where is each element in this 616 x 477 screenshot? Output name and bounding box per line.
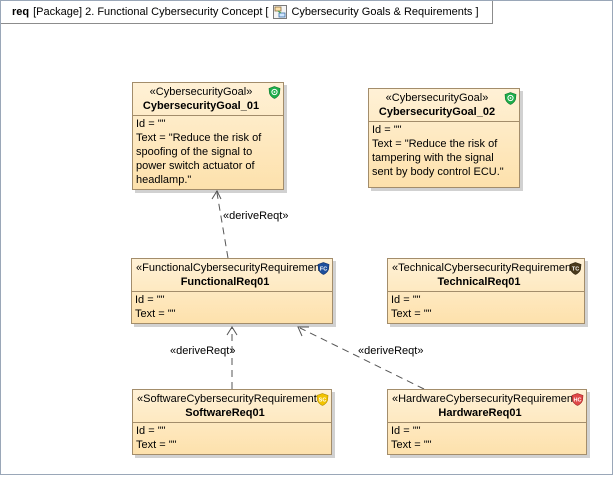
diagram-kind-keyword: req — [12, 6, 30, 18]
block-stereotype: «SoftwareCybersecurityRequirement» — [137, 393, 323, 405]
id-property: Id = "" — [391, 294, 421, 306]
block-header: «CybersecurityGoal» CybersecurityGoal_01 — [133, 83, 283, 116]
requirements-diagram-icon — [273, 5, 288, 19]
text-property-line: Text = "" — [135, 308, 176, 320]
derive-arrowhead-func-2 — [297, 326, 309, 337]
derive-label-1: «deriveReqt» — [223, 210, 289, 222]
text-property-line: sent by body control ECU." — [372, 166, 504, 178]
diagram-header[interactable]: req [Package] 2. Functional Cybersecurit… — [1, 1, 493, 24]
block-properties: Id = "" Text = "" — [388, 292, 584, 322]
derive-label-3: «deriveReqt» — [358, 345, 424, 357]
sc-badge-icon: SC — [316, 393, 329, 406]
technical-req-01-block[interactable]: «TechnicalCybersecurityRequirement» Tech… — [387, 258, 585, 324]
block-header: «SoftwareCybersecurityRequirement» Softw… — [133, 390, 331, 423]
id-property: Id = "" — [136, 425, 166, 437]
block-stereotype: «TechnicalCybersecurityRequirement» — [392, 262, 581, 274]
block-header: «TechnicalCybersecurityRequirement» Tech… — [388, 259, 584, 292]
block-name: HardwareReq01 — [438, 407, 522, 419]
block-properties: Id = "" Text = "" — [133, 423, 331, 453]
cybersecurity-goal-icon — [268, 86, 281, 99]
cybersecurity-goal-01-block[interactable]: «CybersecurityGoal» CybersecurityGoal_01… — [132, 82, 284, 190]
block-name: CybersecurityGoal_01 — [142, 100, 260, 112]
block-name: TechnicalReq01 — [437, 276, 521, 288]
block-header: «CybersecurityGoal» CybersecurityGoal_02 — [369, 89, 519, 122]
hardware-req-01-block[interactable]: «HardwareCybersecurityRequirement» Hardw… — [387, 389, 587, 455]
diagram-name: Cybersecurity Goals & Requirements — [291, 6, 473, 18]
package-path: [Package] 2. Functional Cybersecurity Co… — [33, 6, 263, 18]
derive-arrowhead-goal1 — [211, 189, 222, 200]
text-property-line: tampering with the signal — [372, 152, 494, 164]
close-bracket: ] — [475, 6, 479, 18]
text-property-line: Text = "Reduce the risk of — [136, 132, 262, 144]
block-properties: Id = "" Text = "" — [132, 292, 332, 322]
text-property-line: Text = "" — [391, 308, 432, 320]
block-header: «FunctionalCybersecurityRequirement» Fun… — [132, 259, 332, 292]
svg-text:HC: HC — [574, 398, 582, 404]
derive-arrowhead-func-1 — [226, 326, 238, 336]
svg-text:FC: FC — [320, 267, 327, 273]
tc-badge-icon: TC — [569, 262, 582, 275]
text-property-line: Text = "Reduce the risk of — [372, 138, 498, 150]
fc-badge-icon: FC — [317, 262, 330, 275]
block-name: FunctionalReq01 — [180, 276, 270, 288]
block-stereotype: «HardwareCybersecurityRequirement» — [392, 393, 583, 405]
block-name: SoftwareReq01 — [185, 407, 265, 419]
id-property: Id = "" — [136, 118, 166, 130]
block-properties: Id = "" Text = "" — [388, 423, 586, 453]
text-property-line: headlamp." — [136, 174, 192, 186]
block-stereotype: «FunctionalCybersecurityRequirement» — [136, 262, 330, 274]
functional-req-01-block[interactable]: «FunctionalCybersecurityRequirement» Fun… — [131, 258, 333, 324]
id-property: Id = "" — [135, 294, 165, 306]
cybersecurity-goal-icon — [504, 92, 517, 105]
cybersecurity-goal-02-block[interactable]: «CybersecurityGoal» CybersecurityGoal_02… — [368, 88, 520, 188]
block-properties: Id = "" Text = "Reduce the risk of tampe… — [369, 122, 519, 180]
block-name: CybersecurityGoal_02 — [378, 106, 496, 118]
derive-relation-hard-func[interactable] — [299, 327, 425, 390]
block-properties: Id = "" Text = "Reduce the risk of spoof… — [133, 116, 283, 188]
svg-text:TC: TC — [572, 267, 579, 273]
open-bracket: [ — [265, 6, 269, 18]
hc-badge-icon: HC — [571, 393, 584, 406]
text-property-line: Text = "" — [136, 439, 177, 451]
block-stereotype: «CybersecurityGoal» — [149, 86, 253, 98]
svg-text:SC: SC — [319, 398, 327, 404]
id-property: Id = "" — [372, 124, 402, 136]
software-req-01-block[interactable]: «SoftwareCybersecurityRequirement» Softw… — [132, 389, 332, 455]
block-stereotype: «CybersecurityGoal» — [385, 92, 489, 104]
derive-relation-func-goal1[interactable] — [216, 192, 229, 259]
id-property: Id = "" — [391, 425, 421, 437]
text-property-line: power switch actuator of — [136, 160, 255, 172]
derive-label-2: «deriveReqt» — [170, 345, 236, 357]
text-property-line: Text = "" — [391, 439, 432, 451]
text-property-line: spoofing of the signal to — [136, 146, 253, 158]
block-header: «HardwareCybersecurityRequirement» Hardw… — [388, 390, 586, 423]
